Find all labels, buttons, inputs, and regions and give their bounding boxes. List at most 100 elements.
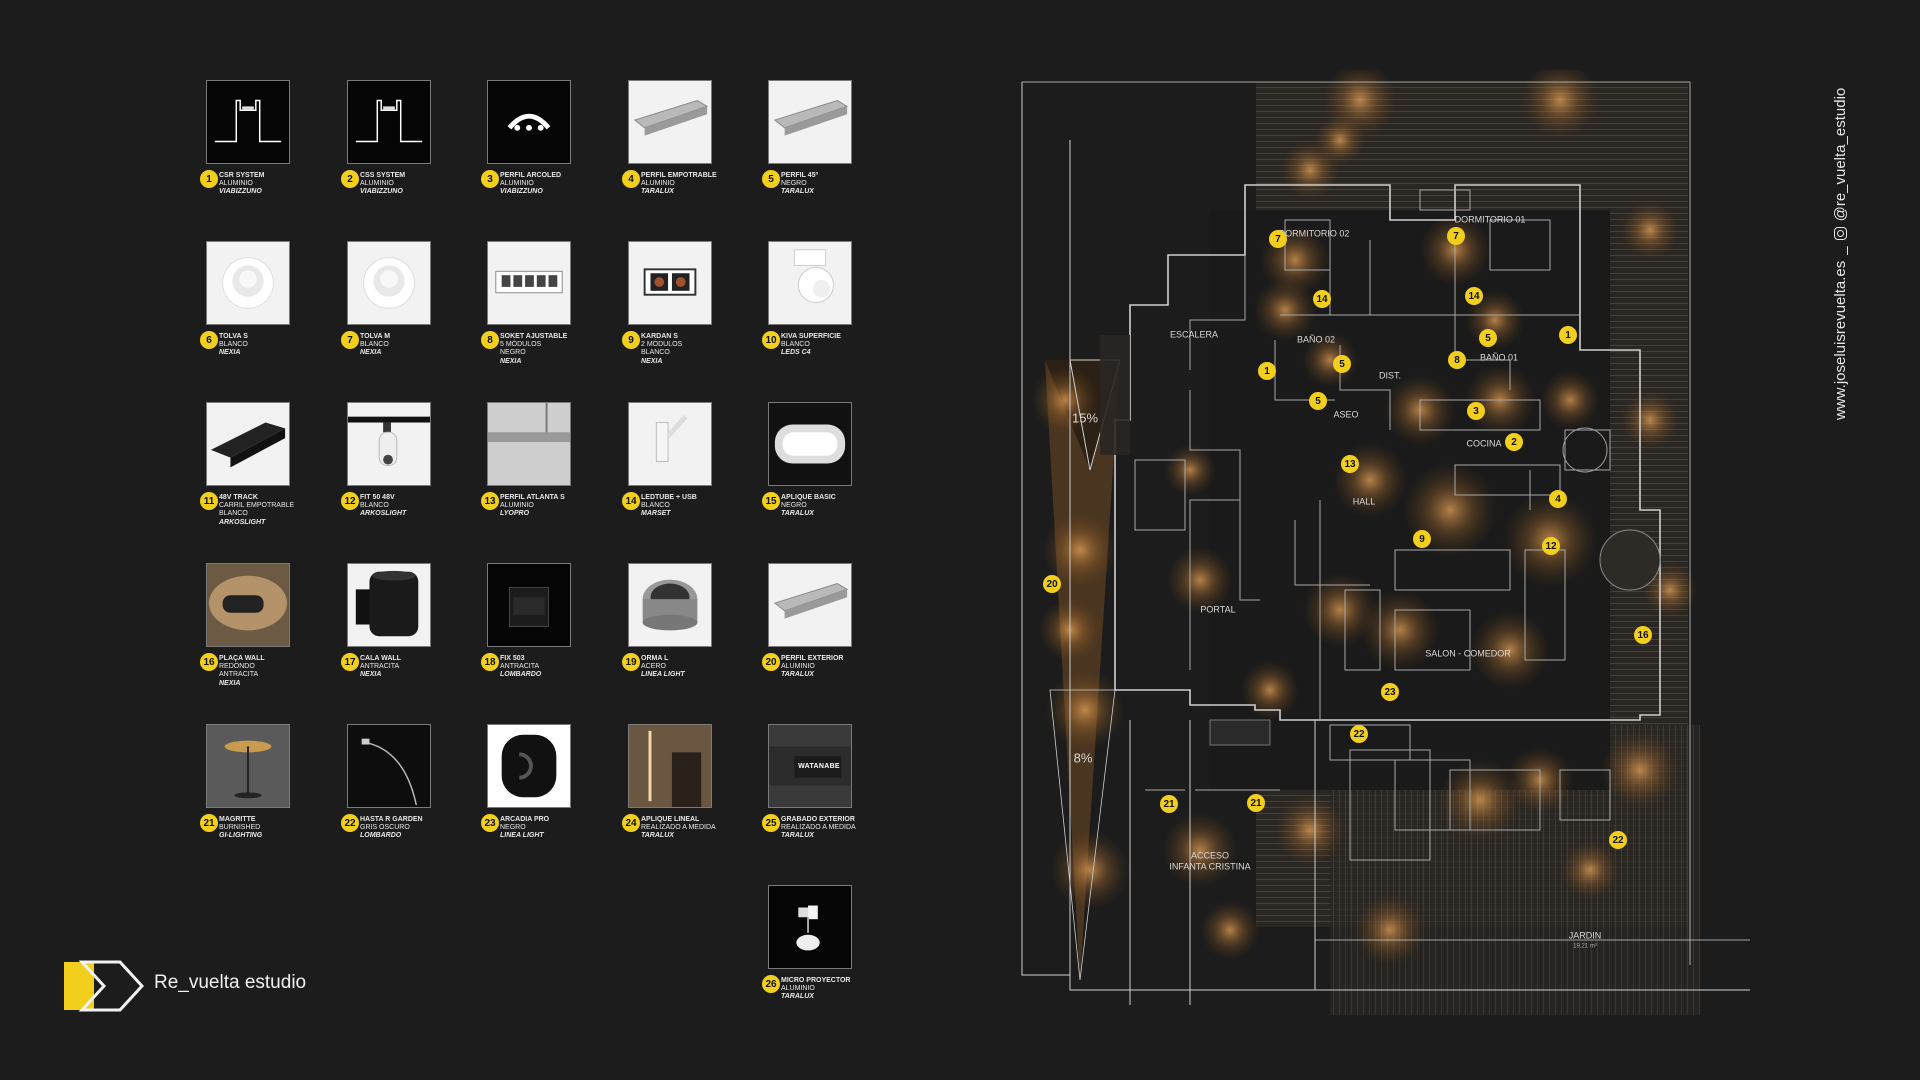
room-label: SALON - COMEDOR	[1425, 648, 1511, 659]
item-number-badge: 11	[200, 492, 218, 510]
item-spec: BLANCO	[360, 341, 389, 349]
item-name: APLIQUE BASIC	[781, 494, 836, 501]
luminaire-tag: 3	[1467, 402, 1485, 420]
item-manufacturer: ARKOSLIGHT	[360, 510, 407, 518]
room-label: ACCESO	[1190, 850, 1230, 861]
sign-plate-icon: WATANABE	[768, 724, 852, 808]
linear-profile-icon	[768, 80, 852, 164]
item-name: FIX 503	[500, 655, 525, 662]
reading-light-icon	[628, 402, 712, 486]
luminaire-tag: 5	[1333, 355, 1351, 373]
item-number-badge: 18	[481, 653, 499, 671]
item-number-badge: 9	[622, 331, 640, 349]
item-manufacturer: VIABIZZUNO	[500, 188, 543, 196]
item-manufacturer: GI-LIGHTING	[219, 832, 263, 840]
item-manufacturer: LINEA LIGHT	[500, 832, 544, 840]
item-number-badge: 13	[481, 492, 499, 510]
item-number-badge: 1	[200, 170, 218, 188]
oval-sconce-icon	[768, 402, 852, 486]
luminaire-tag: 20	[1043, 575, 1061, 593]
item-manufacturer: LOMBARDO	[500, 671, 542, 679]
item-number-badge: 19	[622, 653, 640, 671]
item-number-badge: 22	[341, 814, 359, 832]
item-name: ARCADIA PRO	[500, 816, 550, 823]
room-label: JARDIN	[1568, 930, 1602, 941]
item-number-badge: 2	[341, 170, 359, 188]
item-spec: BLANCO	[360, 502, 389, 510]
brand-logo	[64, 960, 144, 1012]
item-spec: ALUMINIO	[500, 180, 534, 188]
brand-name: Re_vuelta estudio	[154, 972, 307, 993]
pendant-profile-icon	[487, 402, 571, 486]
item-number-badge: 17	[341, 653, 359, 671]
luminaire-tag: 22	[1350, 725, 1368, 743]
item-manufacturer: NEXIA	[219, 349, 241, 357]
luminaire-tag: 13	[1341, 455, 1359, 473]
item-manufacturer: TARALUX	[641, 188, 674, 196]
item-name: PERFIL ARCOLED	[500, 172, 562, 179]
floor-lamp-icon	[206, 724, 290, 808]
item-number-badge: 10	[762, 331, 780, 349]
room-label: COCINA	[1466, 438, 1502, 449]
luminaire-tag: 7	[1269, 230, 1287, 248]
instagram-handle[interactable]: @re_vuelta_estudio	[1832, 87, 1849, 222]
item-spec: NEGRO	[500, 349, 526, 357]
item-name: FIT 50 48V	[360, 494, 395, 501]
item-spec: GRIS OSCURO	[360, 824, 410, 832]
item-name: MICRO PROYECTOR	[781, 977, 851, 984]
double-spot-icon	[628, 241, 712, 325]
item-manufacturer: TARALUX	[641, 832, 674, 840]
item-name: PERFIL EMPOTRABLE	[641, 172, 717, 179]
linear-profile-icon	[768, 563, 852, 647]
item-name: TOLVA M	[360, 333, 391, 340]
downlight-icon	[347, 241, 431, 325]
item-number-badge: 21	[200, 814, 218, 832]
item-number-badge: 3	[481, 170, 499, 188]
linear-profile-icon	[628, 80, 712, 164]
item-name: KARDAN S	[641, 333, 678, 340]
item-spec: NEGRO	[500, 824, 526, 832]
slope-label: 15%	[1071, 410, 1099, 426]
item-manufacturer: TARALUX	[781, 188, 814, 196]
item-name: PLAÇA WALL	[219, 655, 265, 662]
item-spec: CARRIL EMPOTRABLE	[219, 502, 295, 510]
downlight-icon	[206, 241, 290, 325]
item-manufacturer: VIABIZZUNO	[219, 188, 262, 196]
surface-spot-icon	[768, 241, 852, 325]
item-spec: REALIZADO A MEDIDA	[781, 824, 856, 832]
item-manufacturer: LEDS C4	[781, 349, 811, 357]
item-manufacturer: NEXIA	[360, 671, 382, 679]
item-name: 48V TRACK	[219, 494, 258, 501]
room-label: ASEO	[1333, 409, 1359, 420]
website-text[interactable]: www.joseluisrevuelta.es	[1832, 260, 1849, 420]
luminaire-tag: 4	[1549, 490, 1567, 508]
item-spec: BLANCO	[219, 510, 248, 518]
room-label: DIST.	[1378, 370, 1402, 381]
luminaire-tag: 14	[1465, 287, 1483, 305]
luminaire-tag: 1	[1559, 326, 1577, 344]
item-manufacturer: TARALUX	[781, 510, 814, 518]
item-number-badge: 8	[481, 331, 499, 349]
